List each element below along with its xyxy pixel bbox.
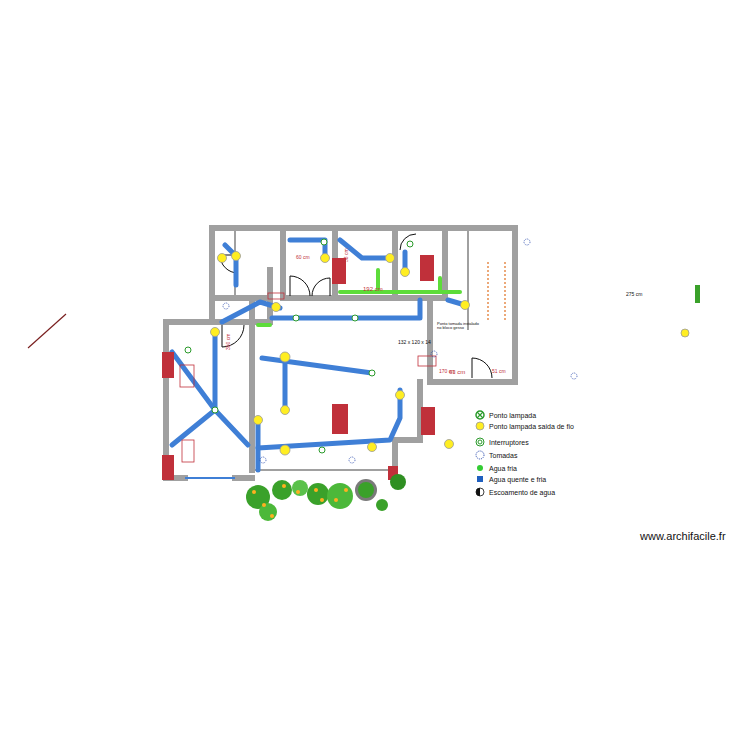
legend-text: Agua quente e fria (489, 476, 546, 483)
dimension-label: 132 x 120 x 14 (398, 340, 431, 346)
dimension-label: 275 cm (626, 292, 642, 298)
legend-swatch (477, 476, 483, 482)
legend-text: Interruptores (489, 439, 529, 446)
dimension-label: 60 cm (296, 255, 310, 261)
legend-row: Agua quente e fria (475, 474, 546, 484)
legend-row: Interruptores (475, 437, 529, 447)
dimension-label: Ponto tomada instalado no bloco gesso (437, 322, 481, 331)
legend-text: Ponto lampada saida de fio (489, 423, 574, 430)
legend-row: Tomadas (475, 450, 517, 460)
switch-icon (475, 437, 485, 447)
legend-row: Agua fria (475, 463, 517, 473)
dimension-label: 350 cm (226, 334, 232, 350)
dimension-label: 51 cm (492, 369, 506, 375)
legend-text: Tomadas (489, 452, 517, 459)
dimension-label: 61 cm (449, 369, 465, 376)
lamp-icon (475, 410, 485, 420)
watermark: www.archifacile.fr (640, 530, 726, 542)
legend-text: Ponto lampada (489, 412, 536, 419)
legend-row: Ponto lampada saida de fio (475, 421, 574, 431)
legend-row: Ponto lampada (475, 410, 536, 420)
socket-icon (475, 450, 485, 460)
dimension-label: 192 cm (363, 286, 383, 293)
legend-text: Agua fria (489, 465, 517, 472)
dimension-label: 58 cm (344, 248, 350, 262)
drain-icon (475, 487, 485, 497)
legend-swatch (477, 465, 483, 471)
yellow-icon (475, 421, 485, 431)
legend-row: Escoamento de agua (475, 487, 555, 497)
legend-text: Escoamento de agua (489, 489, 555, 496)
